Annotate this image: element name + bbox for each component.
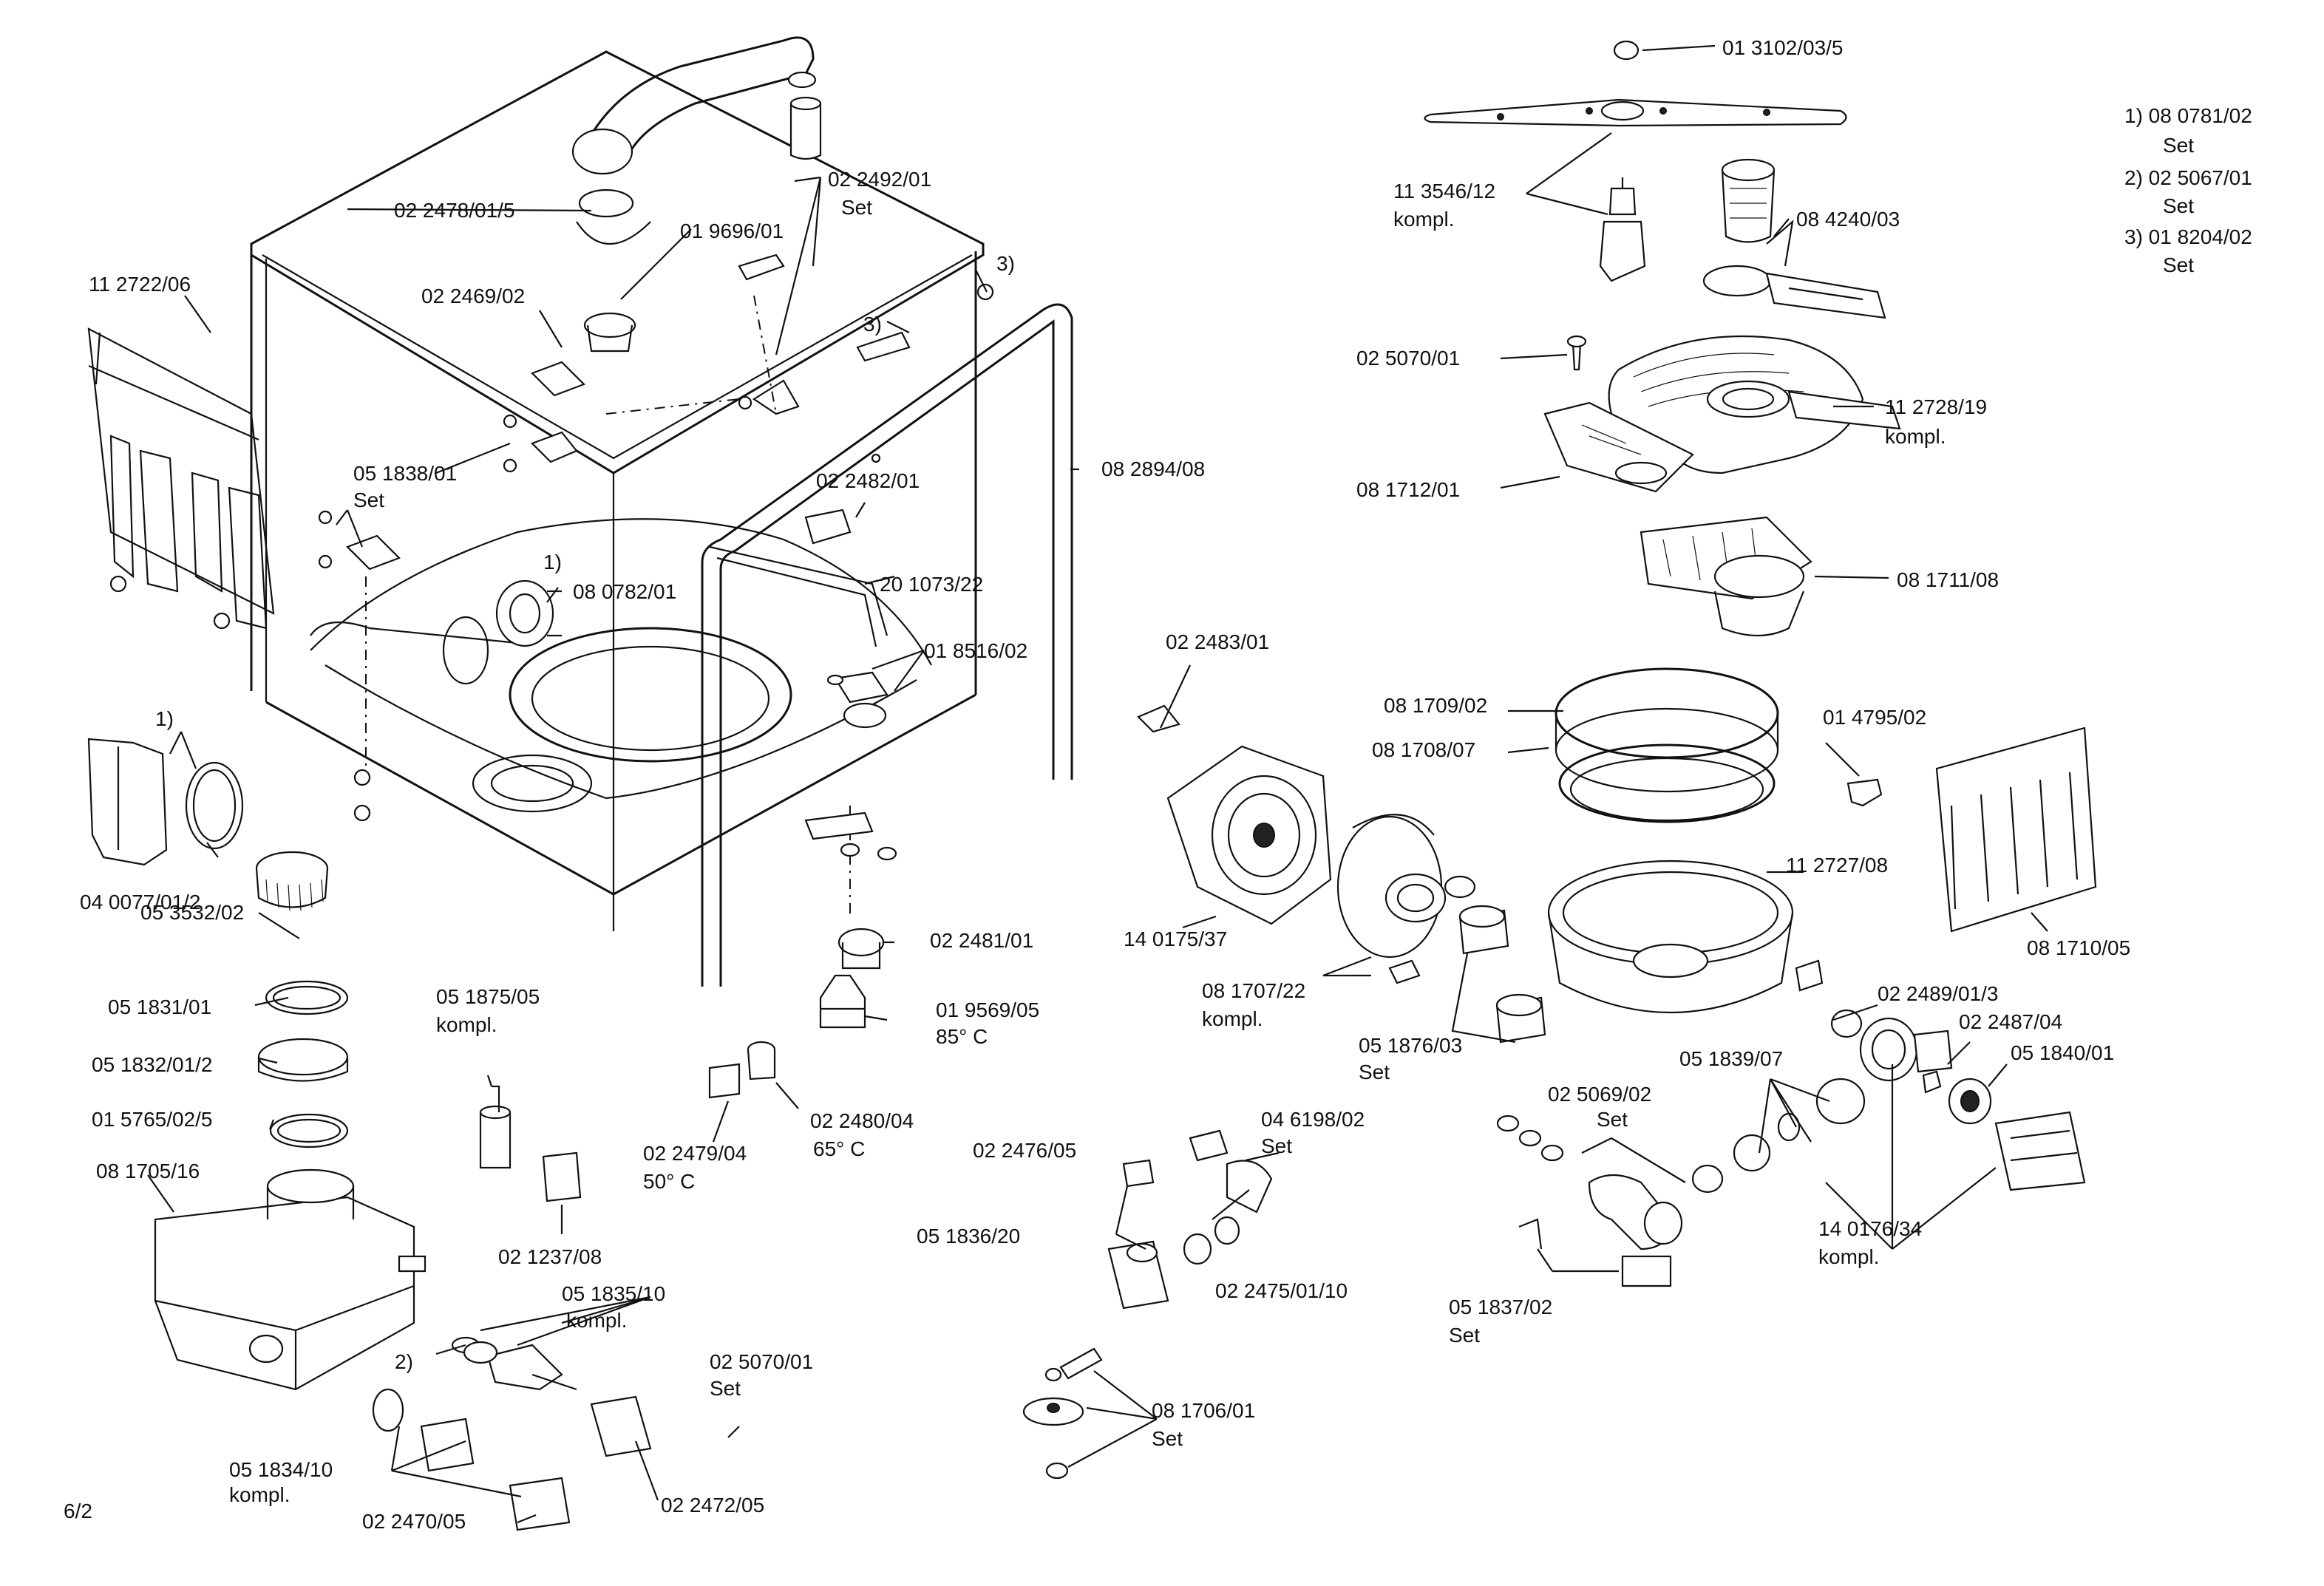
label-05-1875-05-sub: kompl.: [436, 1013, 497, 1036]
label-02-2489-01-3: 02 2489/01/3: [1878, 982, 1999, 1005]
label-08-1708-07: 08 1708/07: [1372, 738, 1475, 761]
label-14-0176-34: 14 0176/34: [1818, 1217, 1922, 1240]
label-02-2483-01: 02 2483/01: [1166, 630, 1269, 653]
label-08-2894-08: 08 2894/08: [1101, 457, 1205, 480]
footnote-2-set: Set: [2163, 194, 2194, 217]
label-08-4240-03: 08 4240/03: [1796, 208, 1900, 231]
label-02-2475-01-10: 02 2475/01/10: [1215, 1279, 1348, 1302]
label-11-2728-19-sub: kompl.: [1885, 425, 1946, 448]
label-02-1237-08: 02 1237/08: [498, 1245, 602, 1268]
footnote-1-set: Set: [2163, 134, 2194, 157]
leader-lines: [147, 44, 2048, 1524]
label-05-1831-01: 05 1831/01: [108, 995, 211, 1018]
label-05-1838-01-set: Set: [353, 489, 384, 511]
label-08-1707-22-sub: kompl.: [1202, 1007, 1263, 1030]
footnote-block: 1) 08 0781/02 Set 2) 02 5067/01 Set 3) 0…: [2124, 104, 2252, 276]
label-02-5069-02-sub: Set: [1597, 1108, 1628, 1131]
label-02-2479-04: 02 2479/04: [643, 1142, 747, 1165]
label-08-1707-22: 08 1707/22: [1202, 979, 1305, 1002]
label-04-6198-02-sub: Set: [1261, 1134, 1292, 1157]
label-05-1837-02-sub: Set: [1449, 1324, 1480, 1347]
label-08-1710-05: 08 1710/05: [2027, 936, 2130, 959]
label-01-8516-02: 01 8516/02: [924, 639, 1027, 662]
label-14-0175-37: 14 0175/37: [1124, 928, 1227, 950]
label-08-1709-02: 08 1709/02: [1384, 694, 1487, 717]
footnote-1: 1) 08 0781/02: [2124, 104, 2252, 127]
label-11-2722-06: 11 2722/06: [89, 273, 191, 296]
label-footnote-3-a: 3): [996, 252, 1015, 275]
label-05-1876-03: 05 1876/03: [1359, 1034, 1462, 1057]
label-11-3546-12: 11 3546/12: [1393, 180, 1495, 202]
label-02-2480-04: 02 2480/04: [810, 1109, 914, 1132]
label-02-2479-04-sub: 50° C: [643, 1170, 695, 1193]
label-05-1838-01: 05 1838/01: [353, 462, 457, 485]
tub-body-illustration: [250, 36, 1073, 1029]
label-08-1706-01-sub: Set: [1152, 1427, 1183, 1450]
label-footnote-2: 2): [395, 1350, 413, 1373]
label-01-9696-01: 01 9696/01: [680, 219, 784, 242]
label-08-1711-08: 08 1711/08: [1897, 568, 1999, 591]
label-05-1835-10: 05 1835/10: [562, 1282, 665, 1305]
label-20-1073-22: 20 1073/22: [880, 573, 983, 596]
label-08-1705-16: 08 1705/16: [96, 1160, 200, 1182]
page-number: 6/2: [64, 1500, 92, 1522]
label-01-9569-05-sub: 85° C: [936, 1025, 988, 1048]
label-footnote-1-b: 1): [155, 707, 174, 730]
label-05-1875-05: 05 1875/05: [436, 985, 540, 1008]
label-01-3102-03-5: 01 3102/03/5: [1722, 36, 1844, 59]
label-14-0176-34-sub: kompl.: [1818, 1245, 1879, 1268]
label-04-6198-02: 04 6198/02: [1261, 1108, 1365, 1131]
label-05-3532-02: 05 3532/02: [140, 901, 244, 924]
label-02-5069-02: 02 5069/02: [1548, 1083, 1651, 1106]
label-05-1834-10-sub: kompl.: [229, 1483, 290, 1506]
label-02-2476-05: 02 2476/05: [973, 1139, 1076, 1162]
footnote-2: 2) 02 5067/01: [2124, 166, 2252, 189]
label-05-1834-10: 05 1834/10: [229, 1458, 333, 1481]
label-02-2492-01: 02 2492/01: [828, 168, 931, 191]
label-02-2481-01: 02 2481/01: [930, 929, 1033, 952]
dispenser-parts-illustration: [87, 738, 776, 1531]
label-02-5070-01-set: 02 5070/01: [710, 1350, 813, 1373]
label-04-0077-01-2: 04 0077/01/2: [80, 891, 201, 913]
label-11-3546-12-sub: kompl.: [1393, 208, 1454, 231]
label-02-2492-01-sub: Set: [841, 196, 872, 219]
label-02-5070-01-top: 02 5070/01: [1356, 347, 1460, 370]
label-footnote-3-b: 3): [863, 313, 882, 336]
label-08-1712-01: 08 1712/01: [1356, 478, 1460, 501]
label-05-1832-01-2: 05 1832/01/2: [92, 1053, 213, 1076]
label-02-2472-05: 02 2472/05: [661, 1494, 764, 1517]
label-02-2480-04-sub: 65° C: [813, 1137, 865, 1160]
label-01-9569-05: 01 9569/05: [936, 998, 1039, 1021]
label-05-1876-03-sub: Set: [1359, 1061, 1390, 1083]
footnote-3: 3) 01 8204/02: [2124, 225, 2252, 248]
label-11-2728-19: 11 2728/19: [1885, 395, 1987, 418]
part-labels: 01 3102/03/5 11 3546/12 kompl. 08 4240/0…: [80, 36, 2130, 1533]
label-footnote-1-a: 1): [543, 551, 562, 574]
side-panel-illustration: [87, 327, 275, 630]
pump-motor-illustration: [1022, 667, 2097, 1480]
label-02-2478-01-5: 02 2478/01/5: [394, 199, 515, 222]
label-08-1706-01: 08 1706/01: [1152, 1399, 1255, 1422]
label-01-5765-02-5: 01 5765/02/5: [92, 1108, 213, 1131]
label-02-2487-04: 02 2487/04: [1959, 1010, 2062, 1033]
label-08-0782-01: 08 0782/01: [573, 580, 676, 603]
footnote-3-set: Set: [2163, 253, 2194, 276]
label-05-1840-01: 05 1840/01: [2011, 1041, 2114, 1064]
label-05-1837-02: 05 1837/02: [1449, 1296, 1552, 1318]
label-05-1835-10-sub: kompl.: [566, 1309, 627, 1332]
label-02-2469-02: 02 2469/02: [421, 285, 525, 307]
label-02-2470-05: 02 2470/05: [362, 1510, 466, 1533]
label-02-2482-01: 02 2482/01: [816, 469, 920, 492]
label-01-4795-02: 01 4795/02: [1823, 706, 1926, 729]
label-02-5070-01-set-sub: Set: [710, 1377, 741, 1400]
spray-arm-filter-illustration: [1424, 40, 1901, 637]
label-05-1836-20: 05 1836/20: [917, 1225, 1020, 1248]
label-11-2727-08: 11 2727/08: [1786, 854, 1888, 877]
label-05-1839-07: 05 1839/07: [1679, 1047, 1783, 1070]
